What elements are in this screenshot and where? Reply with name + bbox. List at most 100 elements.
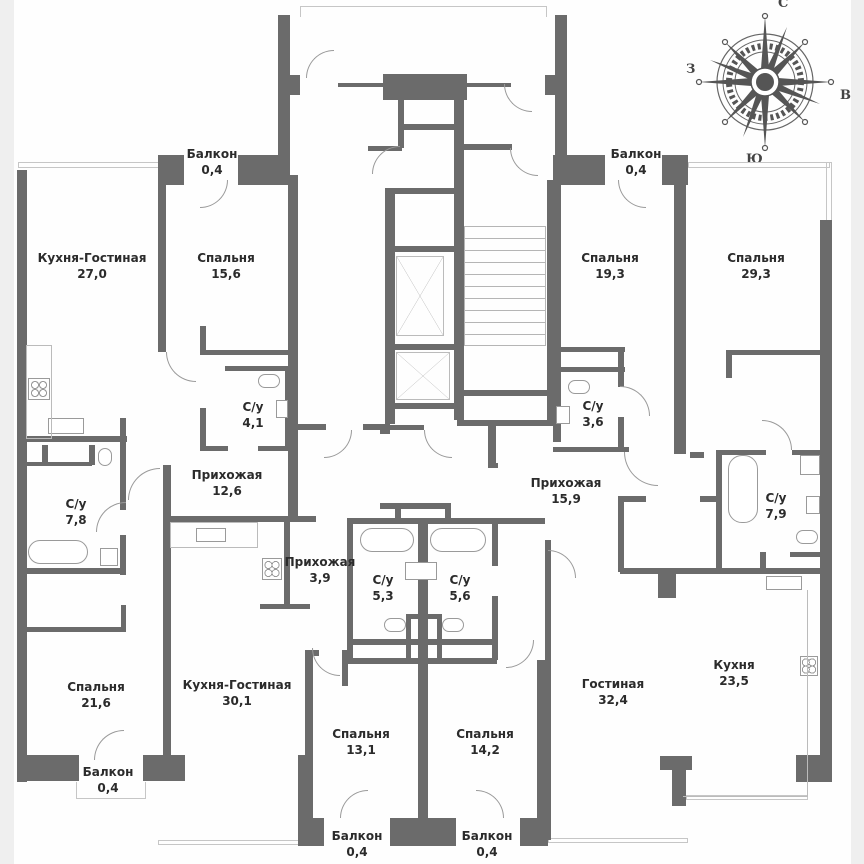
wall [22,462,92,466]
wall [492,518,498,566]
window-glazing [826,162,832,224]
wall [553,155,605,185]
wall [395,503,401,523]
wall [457,390,547,396]
wall [22,568,126,574]
wall [488,463,498,468]
door-swing [624,452,658,486]
wall [465,83,511,87]
right-margin-band [851,0,864,864]
wall [347,658,497,664]
wall [792,450,822,455]
compass-west-label: З [686,62,696,77]
wall [385,188,395,424]
wall [796,755,832,782]
wall [168,516,316,522]
toilet-icon [384,618,406,632]
stove-icon [800,656,818,676]
wall [454,100,464,420]
bathtub-icon [430,528,486,552]
wall [672,756,686,806]
kitchen-counter [683,590,808,797]
wall [464,144,512,150]
wall [662,155,688,185]
wall [547,180,555,426]
wall [402,124,454,130]
wall [406,614,442,619]
wall [760,552,766,572]
wall [457,420,547,426]
wall [395,403,457,409]
door-swing [476,790,504,818]
wall [716,450,722,572]
left-margin-band [0,0,14,864]
wall [820,220,832,782]
sink-icon [405,562,437,580]
wall [163,465,171,780]
wall [618,347,624,387]
toilet-icon [258,374,280,388]
wall [726,350,822,355]
wall [406,614,411,662]
door-swing [506,640,534,668]
wall [492,596,498,660]
compass-north-label: С [778,0,789,11]
wall [418,518,428,838]
wall [488,426,496,466]
window-glazing [158,840,300,845]
wall [380,503,450,509]
door-swing [324,430,352,458]
wall [690,452,704,458]
wall [545,540,551,840]
wall [620,568,822,574]
door-swing [762,420,792,450]
wall [658,574,676,598]
bathtub-icon [28,540,88,564]
wall [200,350,296,355]
balcony-outline [76,782,146,799]
wall [390,818,456,846]
wall [553,182,561,442]
wall [674,442,686,454]
wall [22,436,127,442]
wall [537,660,545,840]
wall [17,170,27,782]
shower-icon [100,548,118,566]
compass-icon [695,12,835,152]
window-glazing [300,6,547,17]
kitchen-counter [26,345,52,439]
wall [342,650,348,686]
door-swing [548,550,576,578]
toilet-icon [568,380,590,394]
wall [363,424,389,430]
elevator-shaft [396,352,450,400]
sink-icon [806,496,820,514]
wall [726,350,732,378]
sink-icon [196,528,226,542]
wall [555,347,625,352]
window-glazing [548,838,688,843]
wall [200,408,206,450]
wall [158,182,166,352]
door-swing [306,50,334,78]
wall [553,447,629,452]
stove-icon [262,558,282,580]
sink-icon [556,406,570,424]
door-swing [128,468,160,500]
wall [445,503,451,523]
